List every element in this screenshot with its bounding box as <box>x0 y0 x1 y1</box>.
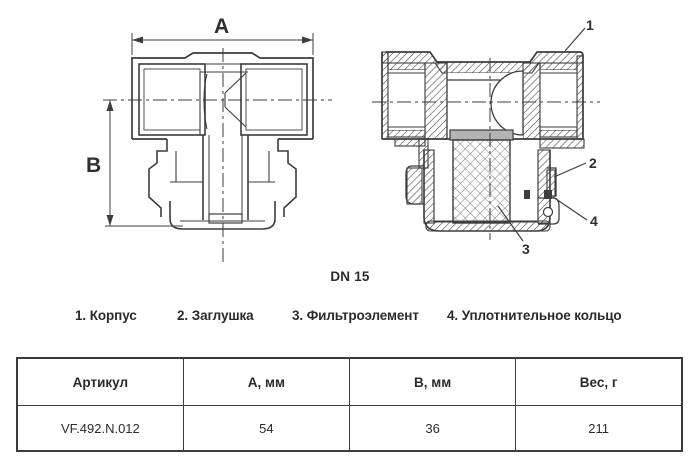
section-oring-right <box>544 190 552 199</box>
legend-item-filter-element: 3. Фильтроэлемент <box>292 308 419 323</box>
callout-4-label: 4 <box>590 213 598 229</box>
front-tube-cap <box>208 213 243 224</box>
table-header-row: Артикул А, мм В, мм Вес, г <box>16 357 683 406</box>
cell-dim-a: 54 <box>182 405 351 452</box>
section-filter-cap <box>449 129 514 141</box>
section-ear-hole <box>542 206 554 218</box>
dim-b <box>105 100 183 227</box>
size-label: DN 15 <box>330 269 370 284</box>
dim-b-arrow-top <box>106 100 114 111</box>
section-view-drawing: 1 2 3 4 <box>372 17 600 257</box>
dim-b-arrow-bottom <box>106 215 114 226</box>
legend-item-sealing-ring: 4. Уплотнительное кольцо <box>447 308 622 323</box>
header-article: Артикул <box>16 357 184 406</box>
front-middle-chamber <box>199 63 248 135</box>
dim-a <box>131 33 314 55</box>
callout-3-label: 3 <box>522 241 530 257</box>
table-row: VF.492.N.012 54 36 211 <box>16 405 683 452</box>
dim-b-label: B <box>86 154 101 177</box>
header-dim-a: А, мм <box>182 357 351 406</box>
callout-2-label: 2 <box>589 155 597 171</box>
dim-a-label: A <box>214 15 229 38</box>
legend-item-body: 1. Корпус <box>75 308 137 323</box>
dim-a-arrow-left <box>132 36 143 44</box>
callout-leaders <box>497 27 588 242</box>
section-oring-left <box>524 190 530 199</box>
front-body-outline <box>131 52 314 139</box>
front-view-drawing: A B <box>86 15 332 262</box>
header-weight: Вес, г <box>515 357 683 406</box>
section-body-outline <box>381 51 584 140</box>
cell-weight: 211 <box>515 405 683 452</box>
section-left-wing <box>405 165 424 205</box>
legend-item-plug: 2. Заглушка <box>177 308 254 323</box>
section-filter-element <box>449 129 514 224</box>
header-dim-b: В, мм <box>348 357 517 406</box>
spec-table: Артикул А, мм В, мм Вес, г VF.492.N.012 … <box>16 357 683 452</box>
cell-dim-b: 36 <box>348 405 517 452</box>
technical-drawing: A B <box>86 15 600 262</box>
callout-1-label: 1 <box>586 17 594 33</box>
front-right-nut <box>240 63 308 136</box>
front-lower-assembly <box>148 135 297 230</box>
cell-article: VF.492.N.012 <box>16 405 184 452</box>
section-bowl <box>405 150 560 232</box>
section-cavities <box>387 62 578 139</box>
dim-a-arrow-right <box>302 36 313 44</box>
